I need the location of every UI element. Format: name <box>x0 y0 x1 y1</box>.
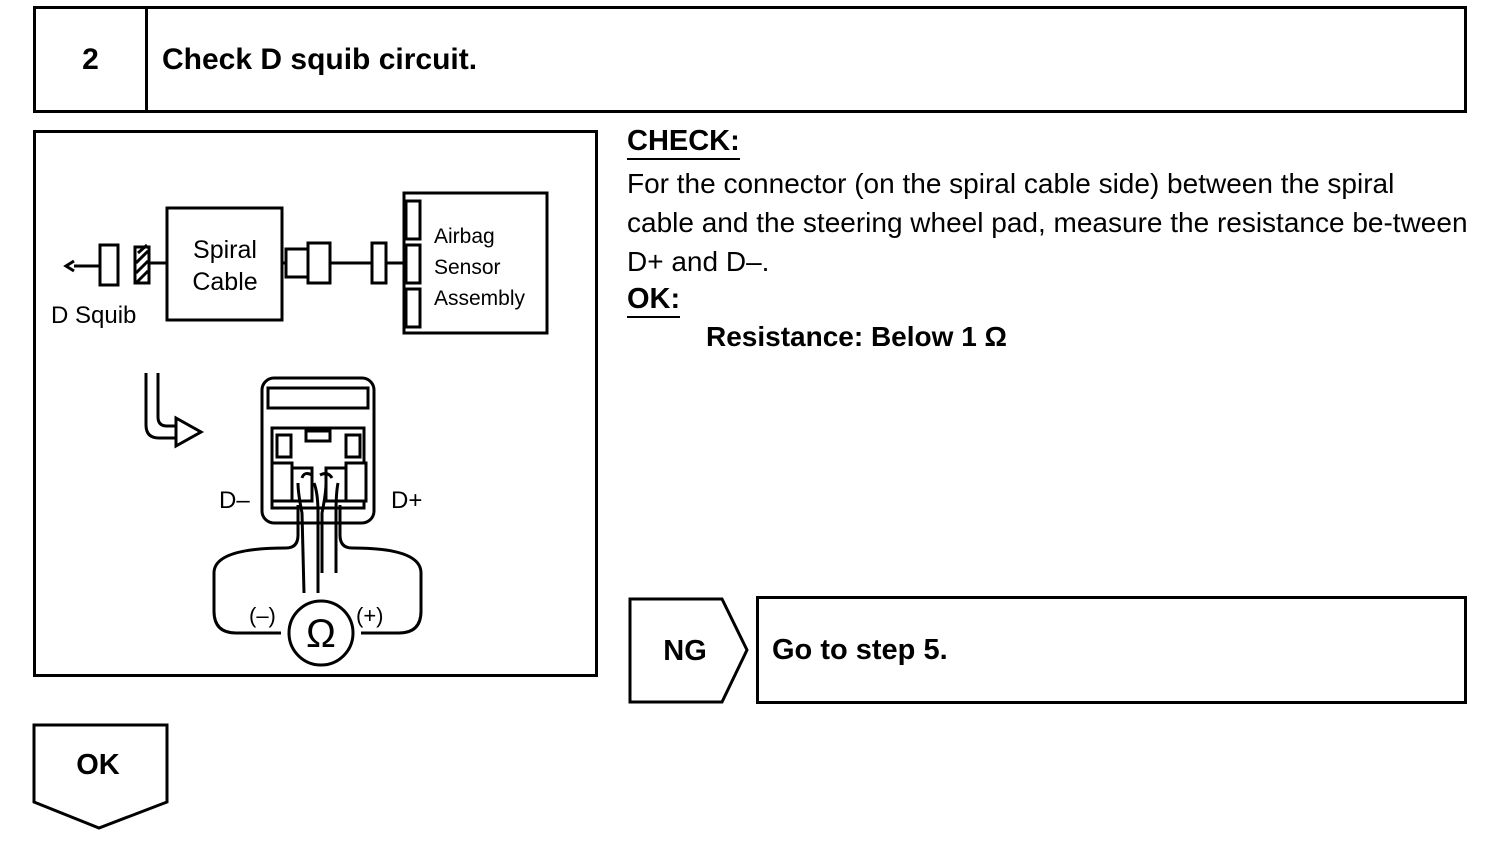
ok-flow-label: OK <box>76 749 120 781</box>
d-minus-label: D– <box>219 487 250 514</box>
ng-label: NG <box>663 635 707 667</box>
spiral-label-1: Spiral <box>193 236 257 264</box>
step-title: Check D squib circuit. <box>145 6 1467 113</box>
ohm-icon: Ω <box>306 612 336 656</box>
d-plus-label: D+ <box>391 487 422 514</box>
probe-positive-label: (+) <box>356 603 384 628</box>
ok-arrow: OK <box>32 723 169 830</box>
spiral-label-2: Cable <box>192 268 257 296</box>
squib-tip <box>63 259 75 273</box>
airbag-label-3: Assembly <box>434 287 526 310</box>
circuit-diagram: Spiral Cable Airbag Sensor Assembly D Sq… <box>51 191 549 667</box>
spiral-cable-box <box>165 206 284 322</box>
ng-action: Go to step 5. <box>756 596 1467 704</box>
step-number: 2 <box>33 6 148 113</box>
check-label: CHECK: <box>627 125 740 160</box>
check-instructions: For the connector (on the spiral cable s… <box>627 168 1468 277</box>
probe-negative-label: (–) <box>249 603 276 628</box>
ohm-meter <box>287 599 355 667</box>
ok-spec-label: OK: <box>627 283 681 318</box>
resistance-spec: Resistance: Below 1 Ω <box>706 321 1007 352</box>
circuit-figure: Spiral Cable Airbag Sensor Assembly D Sq… <box>33 130 598 677</box>
airbag-label-2: Sensor <box>434 256 501 279</box>
squib-plug <box>98 243 120 287</box>
d-squib-label: D Squib <box>51 302 136 329</box>
airbag-label-1: Airbag <box>434 225 495 248</box>
airbag-sensor-box <box>402 191 549 335</box>
ng-arrow: NG <box>628 597 749 704</box>
